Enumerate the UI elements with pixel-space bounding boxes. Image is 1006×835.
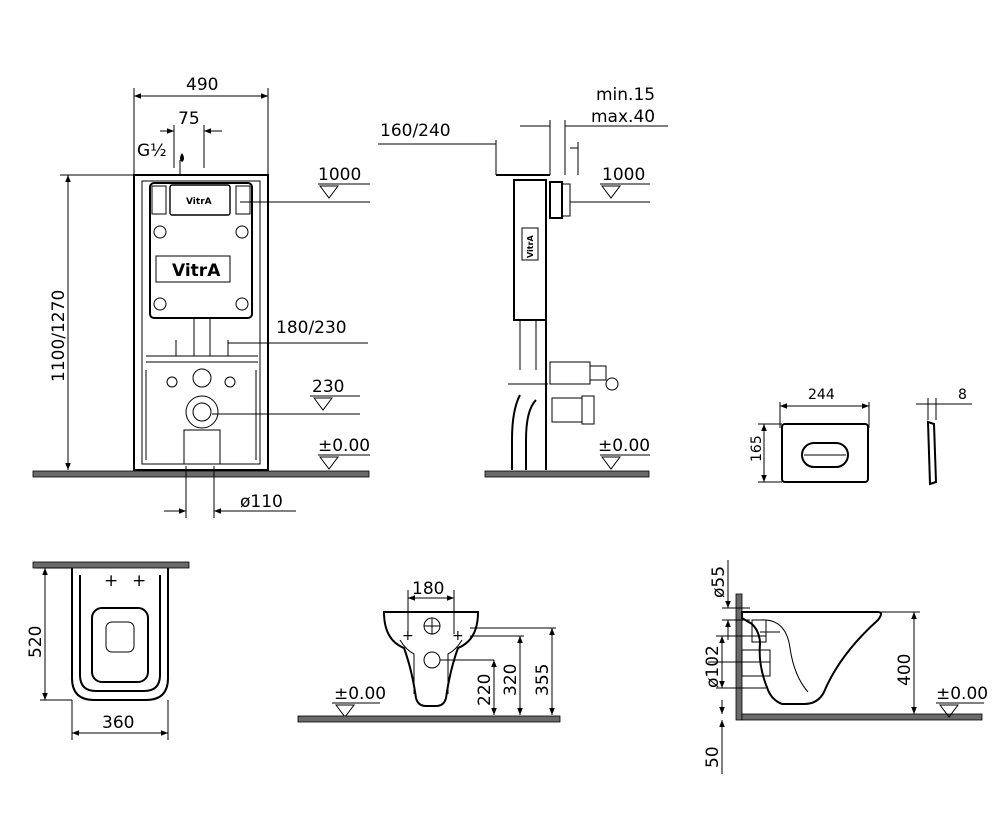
front-view: 490 75 G½ 1100/1270 VitrA VitrA	[32, 75, 370, 518]
dim-diameter-55: ø55	[709, 566, 729, 598]
logo-small: VitrA	[186, 197, 212, 207]
dim-wall-max: max.40	[591, 107, 655, 127]
dim-plate-width: 244	[808, 387, 835, 403]
level-1000-side: 1000	[602, 165, 645, 185]
level-1000-front: 1000	[318, 165, 361, 185]
dim-depth-160-240: 160/240	[380, 121, 451, 141]
side-view: 160/240 min.15 max.40 VitrA 1000 ±0.00	[378, 85, 668, 478]
svg-text:+: +	[104, 571, 118, 591]
water-drop-icon	[180, 153, 184, 162]
dim-width-490: 490	[186, 75, 218, 95]
dim-diameter-110: ø110	[240, 492, 283, 512]
dim-wall-min: min.15	[596, 85, 655, 105]
level-floor-front: ±0.00	[318, 436, 370, 456]
level-floor-side: ±0.00	[598, 436, 650, 456]
dim-height-1100-1270: 1100/1270	[49, 290, 69, 382]
logo-side: VitrA	[526, 234, 535, 258]
svg-text:+: +	[452, 628, 464, 644]
wall-top	[32, 561, 190, 569]
dim-fixing-spacing: 180	[412, 579, 444, 599]
floor-front	[32, 470, 370, 478]
floor-side	[484, 470, 650, 478]
level-230: 230	[312, 377, 344, 397]
dim-355: 355	[533, 664, 553, 696]
svg-text:+: +	[402, 628, 414, 644]
dim-320: 320	[501, 664, 521, 696]
dim-pipe-spacing: 180/230	[276, 318, 347, 338]
dim-inlet-75: 75	[178, 109, 200, 129]
inlet-thread-label: G½	[137, 141, 167, 161]
dim-toilet-width: 360	[102, 713, 134, 733]
dim-diameter-102: ø102	[703, 645, 723, 688]
dim-plate-height: 165	[749, 435, 765, 462]
dim-plate-thickness: 8	[958, 387, 967, 403]
logo-large: VitrA	[172, 261, 221, 281]
dim-toilet-height-400: 400	[895, 654, 915, 686]
floor-toilet-side	[741, 713, 983, 721]
dim-toilet-depth: 520	[26, 626, 46, 658]
toilet-front-view: 180 + + 220 320 355 ±0.00	[297, 579, 561, 723]
floor-toilet-front	[297, 715, 561, 723]
level-floor-toilet-side: ±0.00	[936, 684, 988, 704]
toilet-side-view: ø55 ø102 50 400 ±0.00	[703, 560, 988, 774]
dim-220: 220	[475, 674, 495, 706]
svg-text:+: +	[132, 571, 146, 591]
toilet-top-view: 520 + + 360	[26, 561, 190, 740]
flush-plate-view: 244 165 8	[749, 387, 972, 486]
level-floor-toilet-front: ±0.00	[334, 684, 386, 704]
dim-50: 50	[703, 746, 723, 768]
